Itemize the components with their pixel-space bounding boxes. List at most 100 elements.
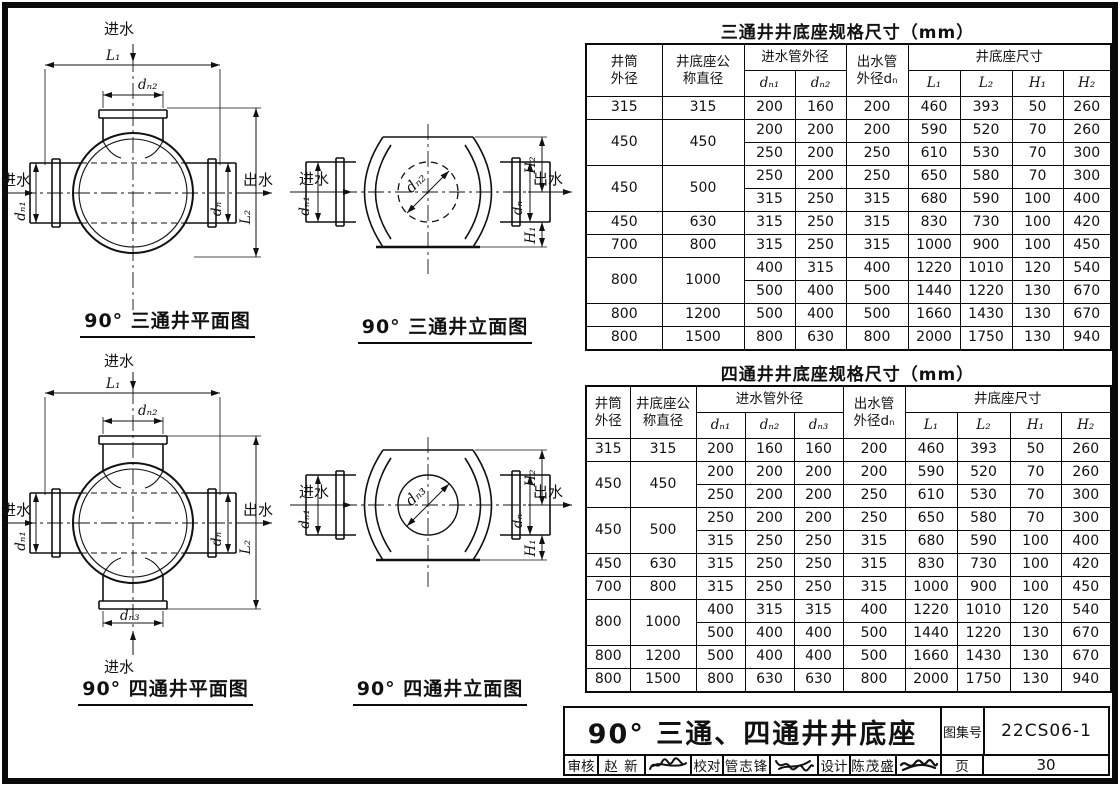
table-cell: 400: [695, 599, 746, 623]
table-cell: 393: [959, 96, 1013, 120]
table-cell: 300: [1060, 507, 1112, 531]
table-cell: 1000: [904, 576, 958, 600]
table-cell: 300: [1062, 142, 1112, 166]
designer-name: 陈茂盛: [849, 756, 895, 774]
table-cell: 250: [744, 576, 795, 600]
table-cell: 500: [743, 280, 796, 304]
table-cell: 393: [956, 438, 1011, 462]
table-cell: 120: [1009, 599, 1062, 623]
dim-label-h2: H₂: [523, 156, 539, 174]
table-cell: 250: [842, 507, 906, 531]
table-cell: 800: [585, 326, 663, 351]
cross-elevation-drawing: 进水 出水 dₙ₃ dₙ₁ dₙ H₂ H₁: [290, 437, 572, 587]
signature-scribble: [899, 759, 938, 772]
table-cell: 590: [956, 530, 1011, 554]
table-cell: 940: [1060, 668, 1112, 693]
col-header-h1: H₁: [1009, 412, 1062, 439]
table-cell: 200: [743, 96, 796, 120]
table-cell: 610: [907, 142, 961, 166]
table-cell: 400: [744, 645, 795, 669]
col-header-outlet-od: 出水管 外径dₙ: [842, 385, 906, 439]
checker-label: 校对: [690, 756, 722, 774]
table-cell: 130: [1011, 303, 1064, 327]
table-cell: 70: [1011, 119, 1064, 143]
table-cell: 130: [1011, 326, 1064, 351]
table-cell: 530: [956, 484, 1011, 508]
signature-scribble: [649, 757, 687, 770]
table-cell: 100: [1009, 576, 1062, 600]
table-cell: 730: [959, 211, 1013, 235]
table-cell: 630: [744, 668, 795, 693]
col-header-dn2: dₙ₂: [794, 70, 847, 97]
table-cell: 800: [661, 234, 745, 258]
table-cell: 520: [956, 461, 1011, 485]
table-cell: 530: [959, 142, 1013, 166]
dim-label-dn1: dₙ₁: [297, 509, 313, 529]
table-cell: 1000: [661, 257, 745, 304]
dim-label-l2: L₂: [238, 540, 254, 555]
table-cell: 1200: [661, 303, 745, 327]
outflow-label: 出水: [533, 483, 563, 501]
table-cell: 1220: [904, 599, 958, 623]
table-cell: 1000: [629, 599, 697, 646]
table-cell: 315: [743, 211, 796, 235]
inflow-bottom-label: 进水: [104, 658, 134, 676]
table-cell: 1220: [956, 622, 1011, 646]
table-cell: 590: [904, 461, 958, 485]
table-cell: 100: [1009, 530, 1062, 554]
table-cell: 520: [959, 119, 1013, 143]
table-cell: 540: [1060, 599, 1112, 623]
table-cell: 450: [585, 553, 631, 577]
col-header-h2: H₂: [1060, 412, 1112, 439]
table-cell: 315: [794, 257, 847, 281]
table-cell: 1220: [907, 257, 961, 281]
table-cell: 300: [1060, 484, 1112, 508]
table-cell: 450: [585, 461, 631, 508]
reviewer-signature: [644, 756, 690, 774]
table-cell: 400: [842, 599, 906, 623]
table-cell: 670: [1062, 280, 1112, 304]
table-cell: 1660: [904, 645, 958, 669]
table-cell: 590: [907, 119, 961, 143]
table-cell: 250: [743, 165, 796, 189]
outflow-label: 出水: [243, 501, 273, 519]
table-cell: 800: [585, 303, 663, 327]
table-cell: 70: [1011, 165, 1064, 189]
table-cell: 250: [845, 165, 909, 189]
table-cell: 315: [629, 438, 697, 462]
dim-label-l1: L₁: [105, 376, 120, 392]
table-cell: 250: [793, 530, 844, 554]
table-cell: 670: [1060, 622, 1112, 646]
col-header-l2: L₂: [956, 412, 1011, 439]
table-cell: 500: [661, 165, 745, 212]
table-cell: 680: [904, 530, 958, 554]
table-cell: 260: [1062, 119, 1112, 143]
table-cell: 315: [585, 438, 631, 462]
table-cell: 940: [1062, 326, 1112, 351]
table-cell: 800: [629, 576, 697, 600]
dim-label-dn1: dₙ₁: [13, 531, 29, 551]
table-cell: 260: [1060, 461, 1112, 485]
table-cell: 250: [744, 553, 795, 577]
table-cell: 250: [793, 576, 844, 600]
tee-plan-title: 90° 三通井平面图: [55, 306, 280, 338]
col-header-h1: H₁: [1011, 70, 1064, 97]
table-cell: 540: [1062, 257, 1112, 281]
table-cell: 315: [743, 234, 796, 258]
table-cell: 130: [1009, 645, 1062, 669]
table-cell: 800: [695, 668, 746, 693]
dim-label-h2: H₂: [523, 469, 539, 487]
cross-elevation-title: 90° 四通井立面图: [340, 674, 540, 706]
inflow-top-label: 进水: [104, 20, 134, 38]
table-cell: 200: [793, 484, 844, 508]
table-cell: 1750: [959, 326, 1013, 351]
table-cell: 420: [1060, 553, 1112, 577]
table-cell: 1500: [629, 668, 697, 693]
tee-table: 井筒 外径 井底座公 称直径 进水管外径 出水管 外径dₙ 井底座尺寸 dₙ₁ …: [585, 43, 1112, 351]
table-cell: 1750: [956, 668, 1011, 693]
